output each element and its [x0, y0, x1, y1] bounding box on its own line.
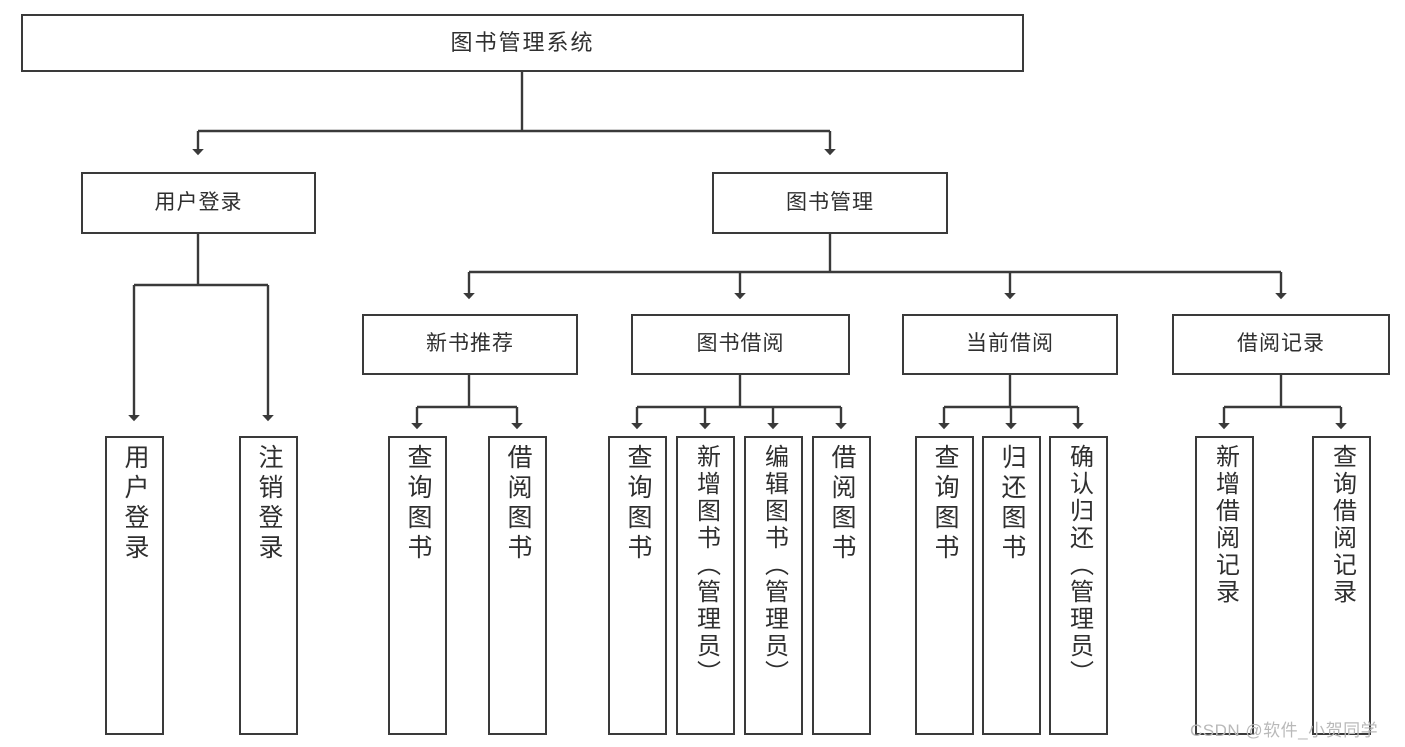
node-label: 用户登录 — [121, 444, 149, 564]
node-label: 图书借阅 — [696, 332, 785, 356]
leaf-add-book-admin[interactable]: 新增图书（管理员） — [676, 436, 735, 735]
node-book-borrow[interactable]: 图书借阅 — [631, 314, 850, 375]
node-root-book-management-system[interactable]: 图书管理系统 — [21, 14, 1024, 72]
leaf-query-book-borrow[interactable]: 查询图书 — [608, 436, 667, 735]
node-new-book-recommend[interactable]: 新书推荐 — [362, 314, 578, 375]
node-label: 图书管理系统 — [450, 30, 595, 56]
csdn-watermark: CSDN @软件_小贺同学 — [1190, 721, 1379, 740]
leaf-add-borrow-record[interactable]: 新增借阅记录 — [1195, 436, 1254, 735]
node-label: 编辑图书（管理员） — [760, 444, 788, 687]
node-label: 查询图书 — [931, 444, 959, 564]
node-label: 查询图书 — [404, 444, 432, 564]
leaf-confirm-return-admin[interactable]: 确认归还（管理员） — [1049, 436, 1108, 735]
leaf-query-book-new-recommend[interactable]: 查询图书 — [388, 436, 447, 735]
leaf-edit-book-admin[interactable]: 编辑图书（管理员） — [744, 436, 803, 735]
node-label: 借阅记录 — [1237, 332, 1325, 356]
node-label: 归还图书 — [998, 444, 1026, 564]
node-label: 用户登录 — [154, 190, 243, 214]
node-label: 新书推荐 — [426, 332, 514, 356]
leaf-query-book-current[interactable]: 查询图书 — [915, 436, 974, 735]
node-user-login[interactable]: 用户登录 — [81, 172, 316, 234]
node-label: 新增图书（管理员） — [692, 444, 720, 687]
node-current-borrow[interactable]: 当前借阅 — [902, 314, 1118, 375]
node-borrow-record[interactable]: 借阅记录 — [1172, 314, 1390, 375]
leaf-logout[interactable]: 注销登录 — [239, 436, 298, 735]
node-label: 新增借阅记录 — [1211, 444, 1239, 606]
node-label: 查询借阅记录 — [1328, 444, 1356, 606]
leaf-user-login[interactable]: 用户登录 — [105, 436, 164, 735]
node-label: 确认归还（管理员） — [1065, 444, 1093, 687]
node-label: 借阅图书 — [828, 444, 856, 564]
node-label: 注销登录 — [255, 444, 283, 564]
leaf-query-borrow-record[interactable]: 查询借阅记录 — [1312, 436, 1371, 735]
node-label: 借阅图书 — [504, 444, 532, 564]
node-label: 图书管理 — [786, 190, 874, 214]
node-label: 查询图书 — [624, 444, 652, 564]
leaf-return-book[interactable]: 归还图书 — [982, 436, 1041, 735]
node-label: 当前借阅 — [966, 332, 1054, 356]
leaf-borrow-book-new-recommend[interactable]: 借阅图书 — [488, 436, 547, 735]
leaf-borrow-book[interactable]: 借阅图书 — [812, 436, 871, 735]
node-book-manage[interactable]: 图书管理 — [712, 172, 948, 234]
